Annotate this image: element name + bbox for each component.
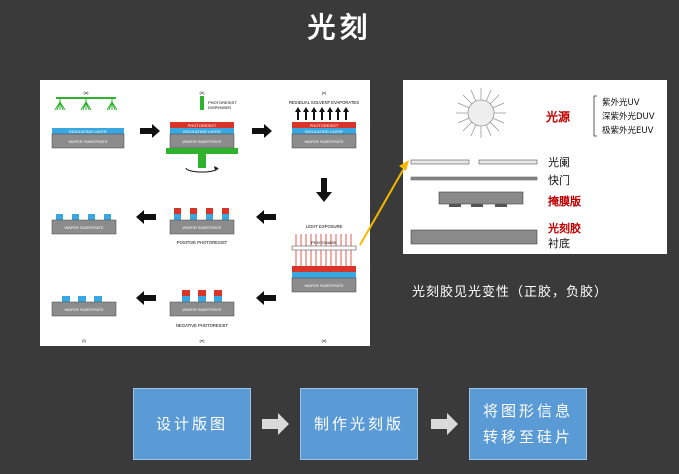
arrow-b-c — [252, 124, 272, 138]
residual-label: RESIDUAL SOLVENT EVAPORATES — [289, 100, 359, 105]
svg-text:DISPENSER: DISPENSER — [208, 105, 231, 110]
spray-nozzles — [54, 97, 118, 111]
svg-text:WAFER SUBSTRATE: WAFER SUBSTRATE — [182, 139, 221, 144]
uv-bracket — [593, 95, 597, 137]
svg-text:WAFER SUBSTRATE: WAFER SUBSTRATE — [64, 307, 103, 312]
evaporation-arrows — [295, 107, 349, 120]
svg-text:NEGATIVE PHOTORESIST: NEGATIVE PHOTORESIST — [176, 323, 228, 328]
uv-type-3: 极紫外光EUV — [602, 125, 654, 136]
flow-step-design-layout: 设计版图 — [133, 388, 251, 460]
photoresist-label-b: PHOTORESIST — [188, 123, 217, 128]
slide-title: 光刻 — [307, 11, 372, 44]
light-exposure-label: LIGHT EXPOSURE — [306, 224, 343, 229]
mask-label: 掩膜版 — [548, 194, 581, 208]
flow-step-transfer-pattern: 将图形信息转移至硅片 — [469, 388, 587, 460]
spin-chuck — [166, 148, 238, 154]
insulating-layer-a — [52, 128, 124, 134]
substrate-label: 衬底 — [548, 236, 570, 250]
svg-text:WAFER SUBSTRATE: WAFER SUBSTRATE — [64, 225, 103, 230]
arrow-a-b — [140, 124, 160, 138]
dispenser — [200, 96, 204, 110]
aperture-label: 光阑 — [548, 155, 570, 169]
step-label-e: (e) — [200, 338, 206, 343]
flow-step-make-mask: 制作光刻版 — [300, 388, 418, 460]
step-label-d: (d) — [322, 338, 328, 343]
insulating-label-a: INSULATING LAYER — [69, 129, 107, 134]
caption-photoresist: 光刻胶见光变性（正胶，负胶） — [412, 285, 609, 300]
wafer-a — [51, 133, 125, 149]
spin-arrow — [185, 167, 219, 173]
step-label-b: (b) — [200, 90, 206, 95]
negative-photoresist: WAFER SUBSTRATE NEGATIVE PHOTORESIST (e) — [169, 290, 235, 343]
svg-text:PHOTORESIST: PHOTORESIST — [310, 123, 339, 128]
positive-photoresist: WAFER SUBSTRATE POSITIVE PHOTORESIST — [169, 208, 235, 245]
svg-text:WAFER SUBSTRATE: WAFER SUBSTRATE — [182, 307, 221, 312]
svg-text:INSULATING LAYER: INSULATING LAYER — [183, 129, 221, 134]
arrow-e-f-upper — [136, 210, 156, 224]
arrow-c-d — [316, 178, 332, 202]
mask — [438, 191, 524, 205]
photolithography-process-diagram: (a) INSULATING LAYER WAFER SUBSTRATE (b)… — [40, 80, 370, 346]
step-label-a: (a) — [84, 90, 90, 95]
uv-type-1: 紫外光UV — [602, 97, 640, 108]
svg-text:PHOTOMASK: PHOTOMASK — [311, 240, 337, 245]
step-label-c: (c) — [322, 90, 327, 95]
light-source-icon — [456, 88, 506, 138]
svg-text:WAFER SUBSTRATE: WAFER SUBSTRATE — [182, 225, 221, 230]
photoresist-label: 光刻胶 — [547, 221, 581, 235]
etched-wafer-negative: WAFER SUBSTRATE (f) — [51, 296, 117, 343]
photoresist-b — [170, 122, 234, 128]
aperture-left — [410, 159, 470, 165]
svg-text:WAFER SUBSTRATE: WAFER SUBSTRATE — [304, 139, 343, 144]
svg-text:INSULATING LAYER: INSULATING LAYER — [305, 129, 343, 134]
wafer-label-a: WAFER SUBSTRATE — [68, 139, 107, 144]
step-label-f: (f) — [82, 338, 86, 343]
photoresist-layer — [410, 229, 538, 245]
shutter-label: 快门 — [548, 173, 570, 187]
exposure-setup-diagram: 光源 紫外光UV 深紫外光DUV 极紫外光EUV 光阑 快门 掩膜版 光刻胶 衬… — [403, 80, 667, 254]
arrow-e-f-lower — [136, 291, 156, 305]
photomask — [291, 245, 357, 251]
arrow-d-upper — [256, 210, 276, 224]
svg-text:WAFER SUBSTRATE: WAFER SUBSTRATE — [304, 283, 343, 288]
svg-text:POSITIVE PHOTORESIST: POSITIVE PHOTORESIST — [177, 240, 228, 245]
light-source-label: 光源 — [545, 109, 570, 124]
uv-type-2: 深紫外光DUV — [602, 111, 655, 122]
dispenser-label: PHOTORESIST — [208, 100, 237, 105]
flow-arrow-right-icon — [262, 413, 289, 435]
etched-wafer-positive: WAFER SUBSTRATE — [51, 214, 117, 235]
flow-arrow-right-icon — [431, 413, 458, 435]
arrow-d-lower — [256, 291, 276, 305]
shutter — [410, 176, 538, 181]
aperture-right — [478, 159, 538, 165]
